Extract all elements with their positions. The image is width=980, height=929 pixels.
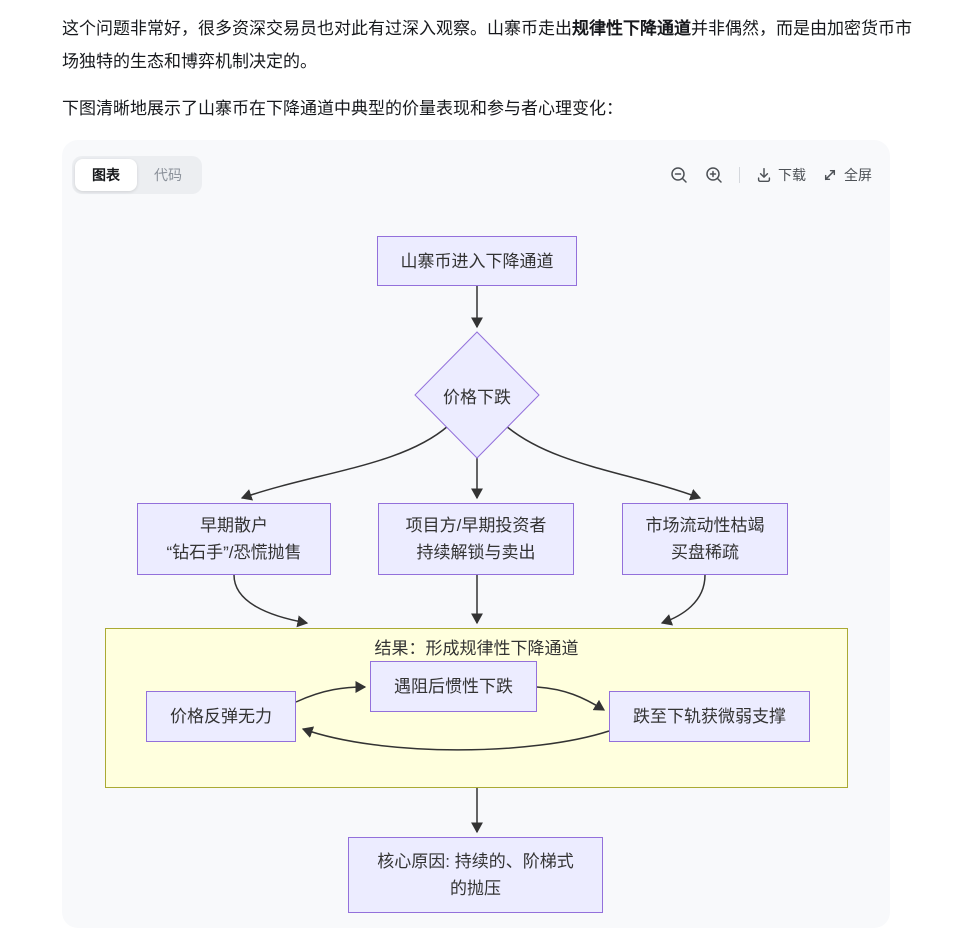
node-enter-descending-channel: 山寨币进入下降通道 [377, 236, 577, 286]
flowchart-diagram: 结果：形成规律性下降通道 山寨币进入下降通道 价格下跌 早期散户 “钻石手”/恐… [62, 140, 890, 928]
edge-retail-cluster [233, 574, 309, 628]
decision-diamond-shape [414, 331, 540, 459]
view-tab-group: 图表 代码 [72, 156, 202, 194]
zoom-in-button[interactable] [704, 165, 724, 185]
paragraph-1: 这个问题非常好，很多资深交易员也对此有过深入观察。山寨币走出规律性下降通道并非偶… [62, 12, 922, 78]
download-label: 下载 [778, 167, 806, 183]
zoom-out-button[interactable] [669, 165, 689, 185]
chart-panel: 结果：形成规律性下降通道 山寨币进入下降通道 价格下跌 早期散户 “钻石手”/恐… [62, 140, 890, 928]
edge-rebound-inertia [295, 681, 367, 703]
fullscreen-button[interactable]: 全屏 [821, 165, 872, 185]
download-icon [757, 167, 771, 183]
edge-decision-retail [240, 425, 449, 501]
node-price-drop: 价格下跌 [443, 387, 511, 407]
paragraph-1-bold: 规律性下降通道 [572, 19, 691, 38]
edge-liquidity-cluster [660, 574, 706, 626]
paragraph-1-text: 这个问题非常好，很多资深交易员也对此有过深入观察。山寨币走出 [62, 19, 572, 38]
node-project-team-unlock: 项目方/早期投资者 持续解锁与卖出 [378, 503, 574, 575]
node-weak-rebound: 价格反弹无力 [146, 691, 296, 742]
panel-header: 图表 代码 [62, 140, 890, 198]
paragraph-1-tail: 并非偶然，而是由加密货币市场独特的生态和博弈机制决定的。 [62, 19, 912, 71]
toolbar-divider [739, 167, 740, 183]
paragraph-2: 下图清晰地展示了山寨币在下降通道中典型的价量表现和参与者心理变化： [62, 99, 623, 118]
edge-support-rebound [301, 726, 610, 751]
node-inertial-decline: 遇阻后惯性下跌 [370, 661, 537, 712]
tab-chart[interactable]: 图表 [75, 159, 137, 191]
panel-toolbar: 下载 全屏 [669, 165, 872, 185]
zoom-out-icon [671, 167, 687, 183]
edge-decision-liquidity [505, 425, 702, 501]
node-liquidity-dry: 市场流动性枯竭 买盘稀疏 [622, 503, 788, 575]
edge-inertia-support [536, 686, 606, 711]
fullscreen-label: 全屏 [844, 167, 872, 183]
node-weak-support: 跌至下轨获微弱支撑 [609, 691, 810, 742]
tab-code[interactable]: 代码 [137, 159, 199, 191]
node-early-retail: 早期散户 “钻石手”/恐慌抛售 [137, 503, 331, 575]
fullscreen-icon [824, 169, 836, 181]
download-button[interactable]: 下载 [755, 165, 806, 185]
node-core-reason: 核心原因: 持续的、阶梯式 的抛压 [348, 837, 603, 913]
flowchart-edges [233, 286, 706, 834]
zoom-in-icon [706, 167, 722, 183]
result-cluster-title: 结果：形成规律性下降通道 [374, 639, 579, 658]
